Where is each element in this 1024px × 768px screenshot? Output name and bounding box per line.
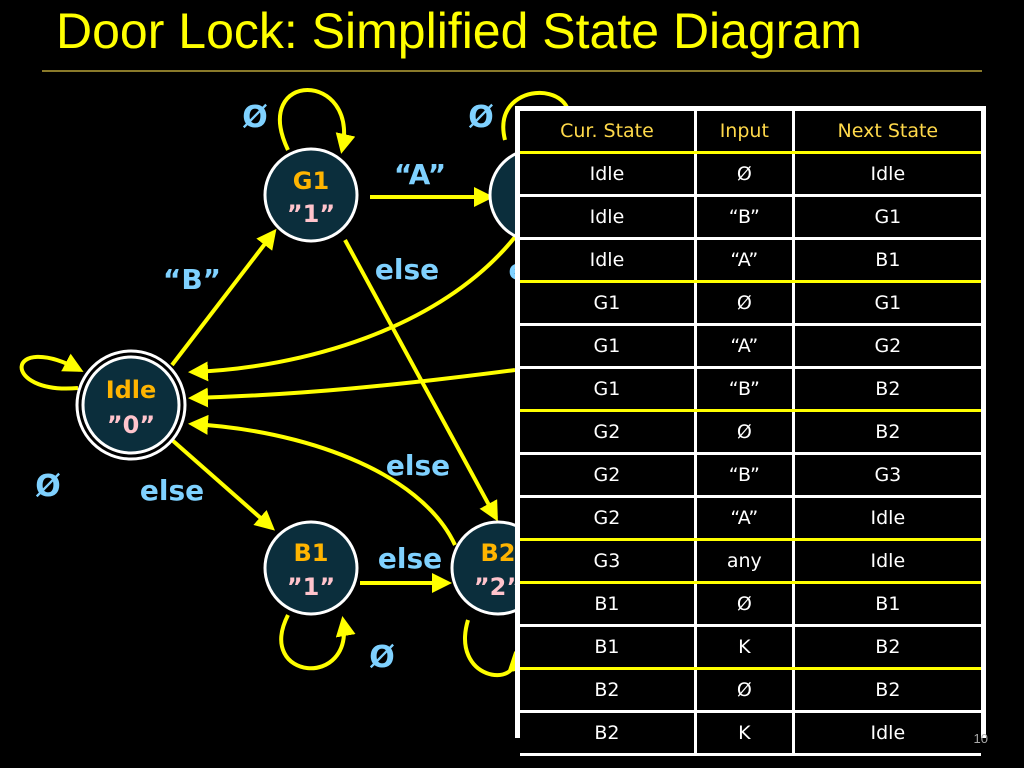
table-cell: Idle [791, 711, 981, 756]
label-g1-else: else [375, 253, 439, 286]
table-cell: G2 [520, 496, 696, 541]
col-header-input: Input [693, 111, 794, 154]
state-b2-output: ”2” [474, 573, 522, 601]
state-b1-output: ”1” [287, 573, 335, 601]
edge-g2-to-idle [188, 235, 517, 382]
edge-b2-to-idle [188, 414, 457, 546]
table-cell: “B” [693, 453, 794, 498]
label-g2-self: Ø [468, 100, 494, 135]
page-title: Door Lock: Simplified State Diagram [56, 3, 862, 59]
label-idle-to-g1: “B” [163, 263, 221, 296]
state-b1-name: B1 [294, 539, 329, 567]
table-cell: G1 [520, 281, 696, 326]
label-idle-else: else [140, 474, 204, 507]
table-cell: Idle [520, 238, 696, 283]
table-row: G1“B”B2 [520, 367, 981, 412]
table-cell: G3 [791, 453, 981, 498]
table-row: G2“B”G3 [520, 453, 981, 498]
table-cell: B2 [791, 668, 981, 713]
table-cell: Ø [693, 668, 794, 713]
table-cell: Idle [520, 152, 696, 197]
table-cell: K [693, 625, 794, 670]
table-cell: “A” [693, 496, 794, 541]
state-g1-name: G1 [293, 167, 329, 195]
table-cell: B1 [520, 582, 696, 627]
table-cell: Ø [693, 582, 794, 627]
table-cell: Idle [520, 195, 696, 240]
label-g1-to-g2: “A” [394, 158, 446, 191]
table-cell: Idle [791, 152, 981, 197]
label-g1-self: Ø [242, 100, 268, 135]
table-cell: “A” [693, 324, 794, 369]
col-header-cur-state: Cur. State [520, 111, 696, 154]
b2-self-loop [463, 619, 528, 678]
table-cell: Ø [693, 281, 794, 326]
table-header-row: Cur. State Input Next State [520, 111, 981, 154]
table-cell: G1 [791, 195, 981, 240]
edge-idle-to-g1 [170, 228, 277, 367]
state-g1 [263, 147, 359, 243]
table-cell: Ø [693, 410, 794, 455]
table-row: G2“A”Idle [520, 496, 981, 541]
table-cell: B2 [791, 625, 981, 670]
col-header-next-state: Next State [791, 111, 981, 154]
table-cell: G2 [520, 453, 696, 498]
table-cell: G3 [520, 539, 696, 584]
table-row: G1“A”G2 [520, 324, 981, 369]
label-b1-else: else [378, 542, 442, 575]
label-b1-self: Ø [369, 640, 395, 675]
table-cell: B2 [520, 711, 696, 756]
table-cell: “B” [693, 195, 794, 240]
state-g1-output: ”1” [287, 200, 335, 228]
b1-self-loop [279, 614, 356, 671]
table-cell: “B” [693, 367, 794, 412]
edge-g3-to-idle [188, 368, 516, 408]
label-b2-to-idle-else: else [386, 449, 450, 482]
table-cell: B1 [791, 582, 981, 627]
table-cell: B2 [791, 367, 981, 412]
table-cell: B2 [520, 668, 696, 713]
edge-g1-to-b2 [343, 239, 498, 522]
state-b2-name: B2 [481, 539, 516, 567]
table-cell: B1 [520, 625, 696, 670]
g1-self-loop [278, 88, 356, 154]
table-cell: G2 [520, 410, 696, 455]
table-cell: Ø [693, 152, 794, 197]
table-cell: any [693, 539, 794, 584]
table-cell: G1 [791, 281, 981, 326]
table-row: Idle“A”B1 [520, 238, 981, 283]
table-cell: K [693, 711, 794, 756]
state-idle [81, 355, 181, 455]
table-cell: “A” [693, 238, 794, 283]
state-b1 [263, 520, 359, 616]
table-cell: G2 [791, 324, 981, 369]
page-number: 10 [973, 731, 988, 746]
table-cell: B2 [791, 410, 981, 455]
table-cell: Idle [791, 496, 981, 541]
table-cell: G1 [520, 367, 696, 412]
edge-idle-to-b1 [170, 438, 276, 531]
table-cell: B1 [791, 238, 981, 283]
table-cell: G1 [520, 324, 696, 369]
idle-self-loop [19, 353, 84, 391]
state-idle-outer [75, 349, 187, 461]
label-idle-self: Ø [35, 469, 61, 504]
table-row: Idle“B”G1 [520, 195, 981, 240]
table-cell: Idle [791, 539, 981, 584]
title-divider [42, 70, 982, 72]
state-idle-name: Idle [106, 376, 157, 404]
state-idle-output: ”0” [107, 411, 155, 439]
